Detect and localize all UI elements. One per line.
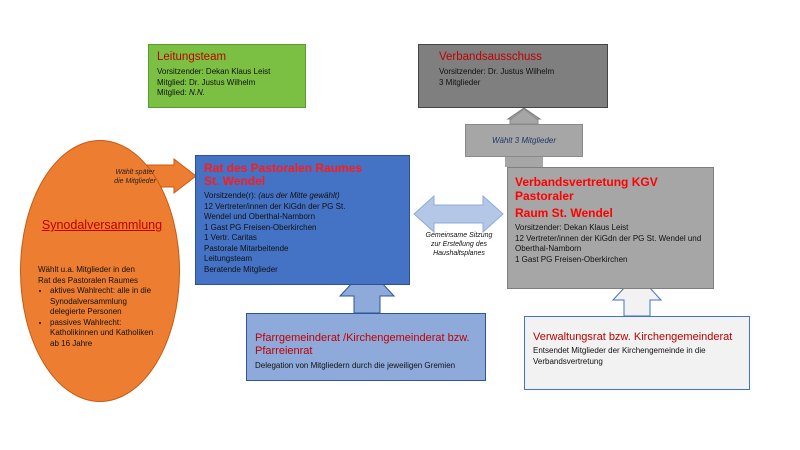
leitungsteam-title: Leitungsteam (157, 51, 227, 63)
rat-title-line2: St. Wendel (204, 174, 266, 188)
sitzung-line: zur Erstellung des (430, 241, 488, 248)
vertretung-title-line1: Verbandsvertretung KGV Pastoraler (515, 175, 658, 203)
waehlt-3-text: Wählt 3 Mitglieder (491, 136, 557, 145)
verwaltung-title: Verwaltungsrat bzw. Kirchengemeinderat (533, 331, 733, 343)
rat-line: Leitungsteam (204, 254, 253, 263)
vertretung-line: Vorsitzender: Dekan Klaus Leist (515, 223, 629, 232)
synodal-bullets: aktives Wahlrecht: alle in die Synodalve… (38, 286, 163, 349)
rat-line: 12 Vertreter/innen der KiGdn der PG St. (204, 201, 346, 211)
synodalversammlung-title: Synodalversammlung (41, 218, 163, 232)
pfarr-line: Delegation von Mitgliedern durch die jew… (255, 361, 456, 370)
rat-line: 1 Gast PG Freisen-Oberkirchen (204, 222, 317, 232)
verwaltung-line: Verbandsvertretung (533, 356, 603, 366)
rat-pastoraler-raum-box: Rat des Pastoralen Raumes St. Wendel Vor… (195, 155, 410, 285)
rat-line: 1 Vertr. Caritas (204, 233, 257, 242)
synodal-intro-line: Rat des Pastoralen Raumes (38, 275, 139, 285)
leitungsteam-nn-prefix: Mitglied: (157, 88, 190, 97)
sitzung-line: Gemeinsame Sitzung (425, 232, 493, 239)
waehlt-spaeter-label: Wählt später die Mitglieder (98, 168, 172, 186)
verbandsausschuss-line: 3 Mitglieder (439, 77, 481, 87)
verbandsausschuss-line: Vorsitzender: Dr. Justus Wilhelm (439, 67, 555, 76)
rat-vorsitz-italic: (aus der Mitte gewählt) (258, 191, 340, 200)
vertretung-line: 12 Vertreter/innen der KiGdn der PG St. … (515, 233, 702, 243)
waehlt-3-mitglieder-label: Wählt 3 Mitglieder (465, 124, 583, 157)
verbandsvertretung-box: Verbandsvertretung KGV Pastoraler Raum S… (507, 167, 714, 289)
arrow-stem-to-vertretung (505, 157, 543, 167)
gemeinsame-sitzung-note: Gemeinsame Sitzung zur Erstellung des Ha… (414, 231, 504, 258)
pfarr-title-line1: Pfarrgemeinderat /Kirchengemeinderat bzw… (255, 332, 470, 344)
sitzung-line: Haushaltsplanes (433, 250, 485, 257)
leitungsteam-box: Leitungsteam Vorsitzender: Dekan Klaus L… (148, 44, 306, 108)
waehlt-spaeter-line: Wählt später (115, 169, 155, 176)
leitungsteam-nn: N.N. (189, 88, 206, 97)
leitungsteam-line: Mitglied: Dr. Justus Wilhelm (157, 77, 256, 87)
rat-line: Pastorale Mitarbeitende (204, 243, 289, 253)
vertretung-title-line2: Raum St. Wendel (515, 206, 613, 220)
verbandsausschuss-box: Verbandsausschuss Vorsitzender: Dr. Just… (418, 44, 608, 108)
rat-title-line1: Rat des Pastoralen Raumes (204, 161, 363, 175)
pfarrgemeinderat-box: Pfarrgemeinderat /Kirchengemeinderat bzw… (246, 313, 486, 381)
verwaltungsrat-box: Verwaltungsrat bzw. Kirchengemeinderat E… (524, 316, 750, 390)
vertretung-line: Oberthal-Namborn (515, 244, 582, 253)
verbandsausschuss-title: Verbandsausschuss (439, 51, 542, 63)
synodalversammlung-text: Wählt u.a. Mitglieder in den Rat des Pas… (38, 265, 163, 349)
waehlt-spaeter-line: die Mitglieder (114, 178, 156, 185)
pfarr-title-line2: Pfarreienrat (255, 345, 313, 357)
rat-line: Wendel und Oberthal-Namborn (204, 212, 316, 221)
synodal-intro-line: Wählt u.a. Mitglieder in den (38, 265, 135, 274)
vertretung-line: 1 Gast PG Freisen-Oberkirchen (515, 254, 628, 264)
synodal-bullet: aktives Wahlrecht: alle in die Synodalve… (50, 286, 163, 318)
synodalversammlung-ellipse (20, 140, 180, 402)
rat-vorsitz: Vorsitzende(r): (aus der Mitte gewählt) (204, 191, 401, 202)
double-arrow-rat-vertretung (413, 194, 504, 234)
leitungsteam-line: Vorsitzender: Dekan Klaus Leist (157, 67, 271, 76)
leitungsteam-line-nn: Mitglied: N.N. (157, 88, 297, 99)
arrow-up-to-ausschuss-head (509, 108, 539, 125)
verwaltung-line: Entsendet Mitglieder der Kirchengemeinde… (533, 346, 706, 355)
rat-vorsitz-prefix: Vorsitzende(r): (204, 191, 259, 200)
synodal-bullet: passives Wahlrecht: Katholikinnen und Ka… (50, 318, 163, 350)
rat-line: Beratende Mitglieder (204, 264, 278, 274)
